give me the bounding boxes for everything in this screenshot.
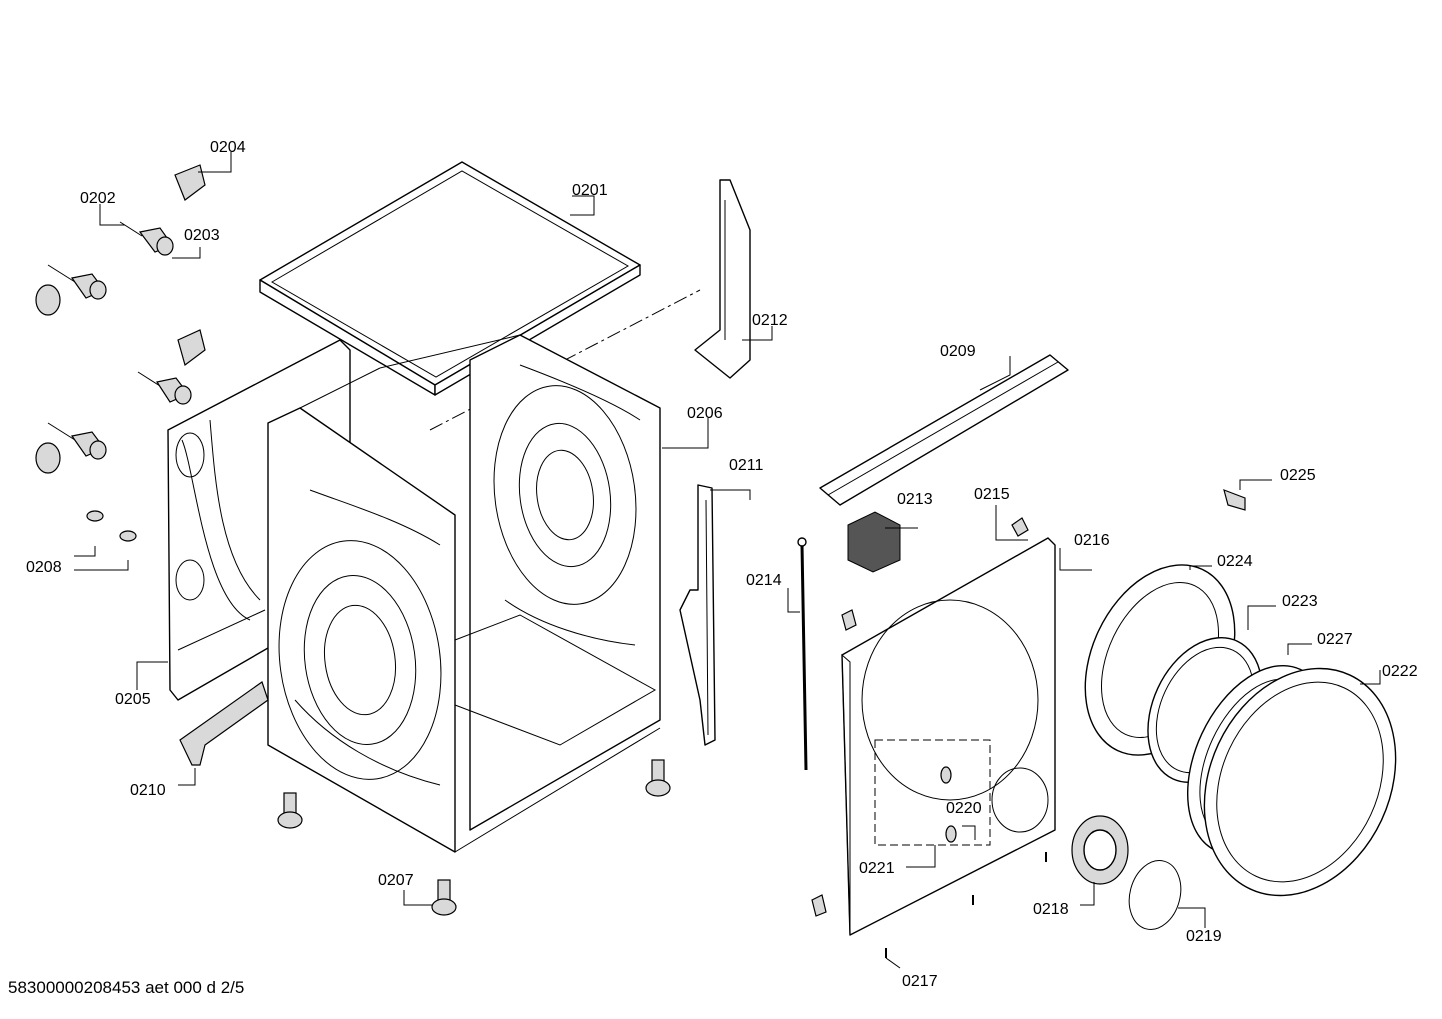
label-0209: 0209 — [940, 343, 976, 360]
label-0201: 0201 — [572, 182, 608, 199]
label-0214: 0214 — [746, 572, 782, 589]
label-0215: 0215 — [974, 486, 1010, 503]
label-0218: 0218 — [1033, 901, 1069, 918]
label-0208: 0208 — [26, 559, 62, 576]
label-0206: 0206 — [687, 405, 723, 422]
cabinet-part — [267, 334, 661, 853]
label-0225: 0225 — [1280, 467, 1316, 484]
label-0210: 0210 — [130, 782, 166, 799]
label-0227: 0227 — [1317, 631, 1353, 648]
label-0204: 0204 — [210, 139, 246, 156]
module-0213-part — [847, 511, 901, 573]
label-0217: 0217 — [902, 973, 938, 990]
front-panel-part — [841, 537, 1056, 936]
label-0219: 0219 — [1186, 928, 1222, 945]
fastener-parts — [35, 164, 206, 542]
foot-part — [277, 759, 671, 916]
label-0216: 0216 — [1074, 532, 1110, 549]
label-0212: 0212 — [752, 312, 788, 329]
label-0224: 0224 — [1217, 553, 1253, 570]
clip-parts — [811, 489, 1246, 958]
label-0207: 0207 — [378, 872, 414, 889]
bracket-0211-part — [679, 484, 716, 746]
label-0221: 0221 — [859, 860, 895, 877]
label-0223: 0223 — [1282, 593, 1318, 610]
document-footer-id: 58300000208453 aet 000 d 2/5 — [8, 978, 245, 997]
label-0203: 0203 — [184, 227, 220, 244]
part-labels: 0201 0202 0203 0204 0205 0206 0207 0208 … — [26, 139, 1418, 990]
label-0222: 0222 — [1382, 663, 1418, 680]
rod-0214-part — [797, 537, 808, 771]
door-rings — [1084, 564, 1397, 897]
clamp-0219-part — [1128, 860, 1182, 930]
bracket-0210-part — [179, 681, 269, 766]
label-0213: 0213 — [897, 491, 933, 508]
label-0205: 0205 — [115, 691, 151, 708]
label-0202: 0202 — [80, 190, 116, 207]
leader-lines — [74, 152, 1381, 969]
rail-0209-part — [819, 354, 1069, 506]
label-0220: 0220 — [946, 800, 982, 817]
part-0218 — [1071, 815, 1129, 885]
bracket-0212-part — [694, 179, 751, 379]
label-0211: 0211 — [729, 457, 764, 474]
